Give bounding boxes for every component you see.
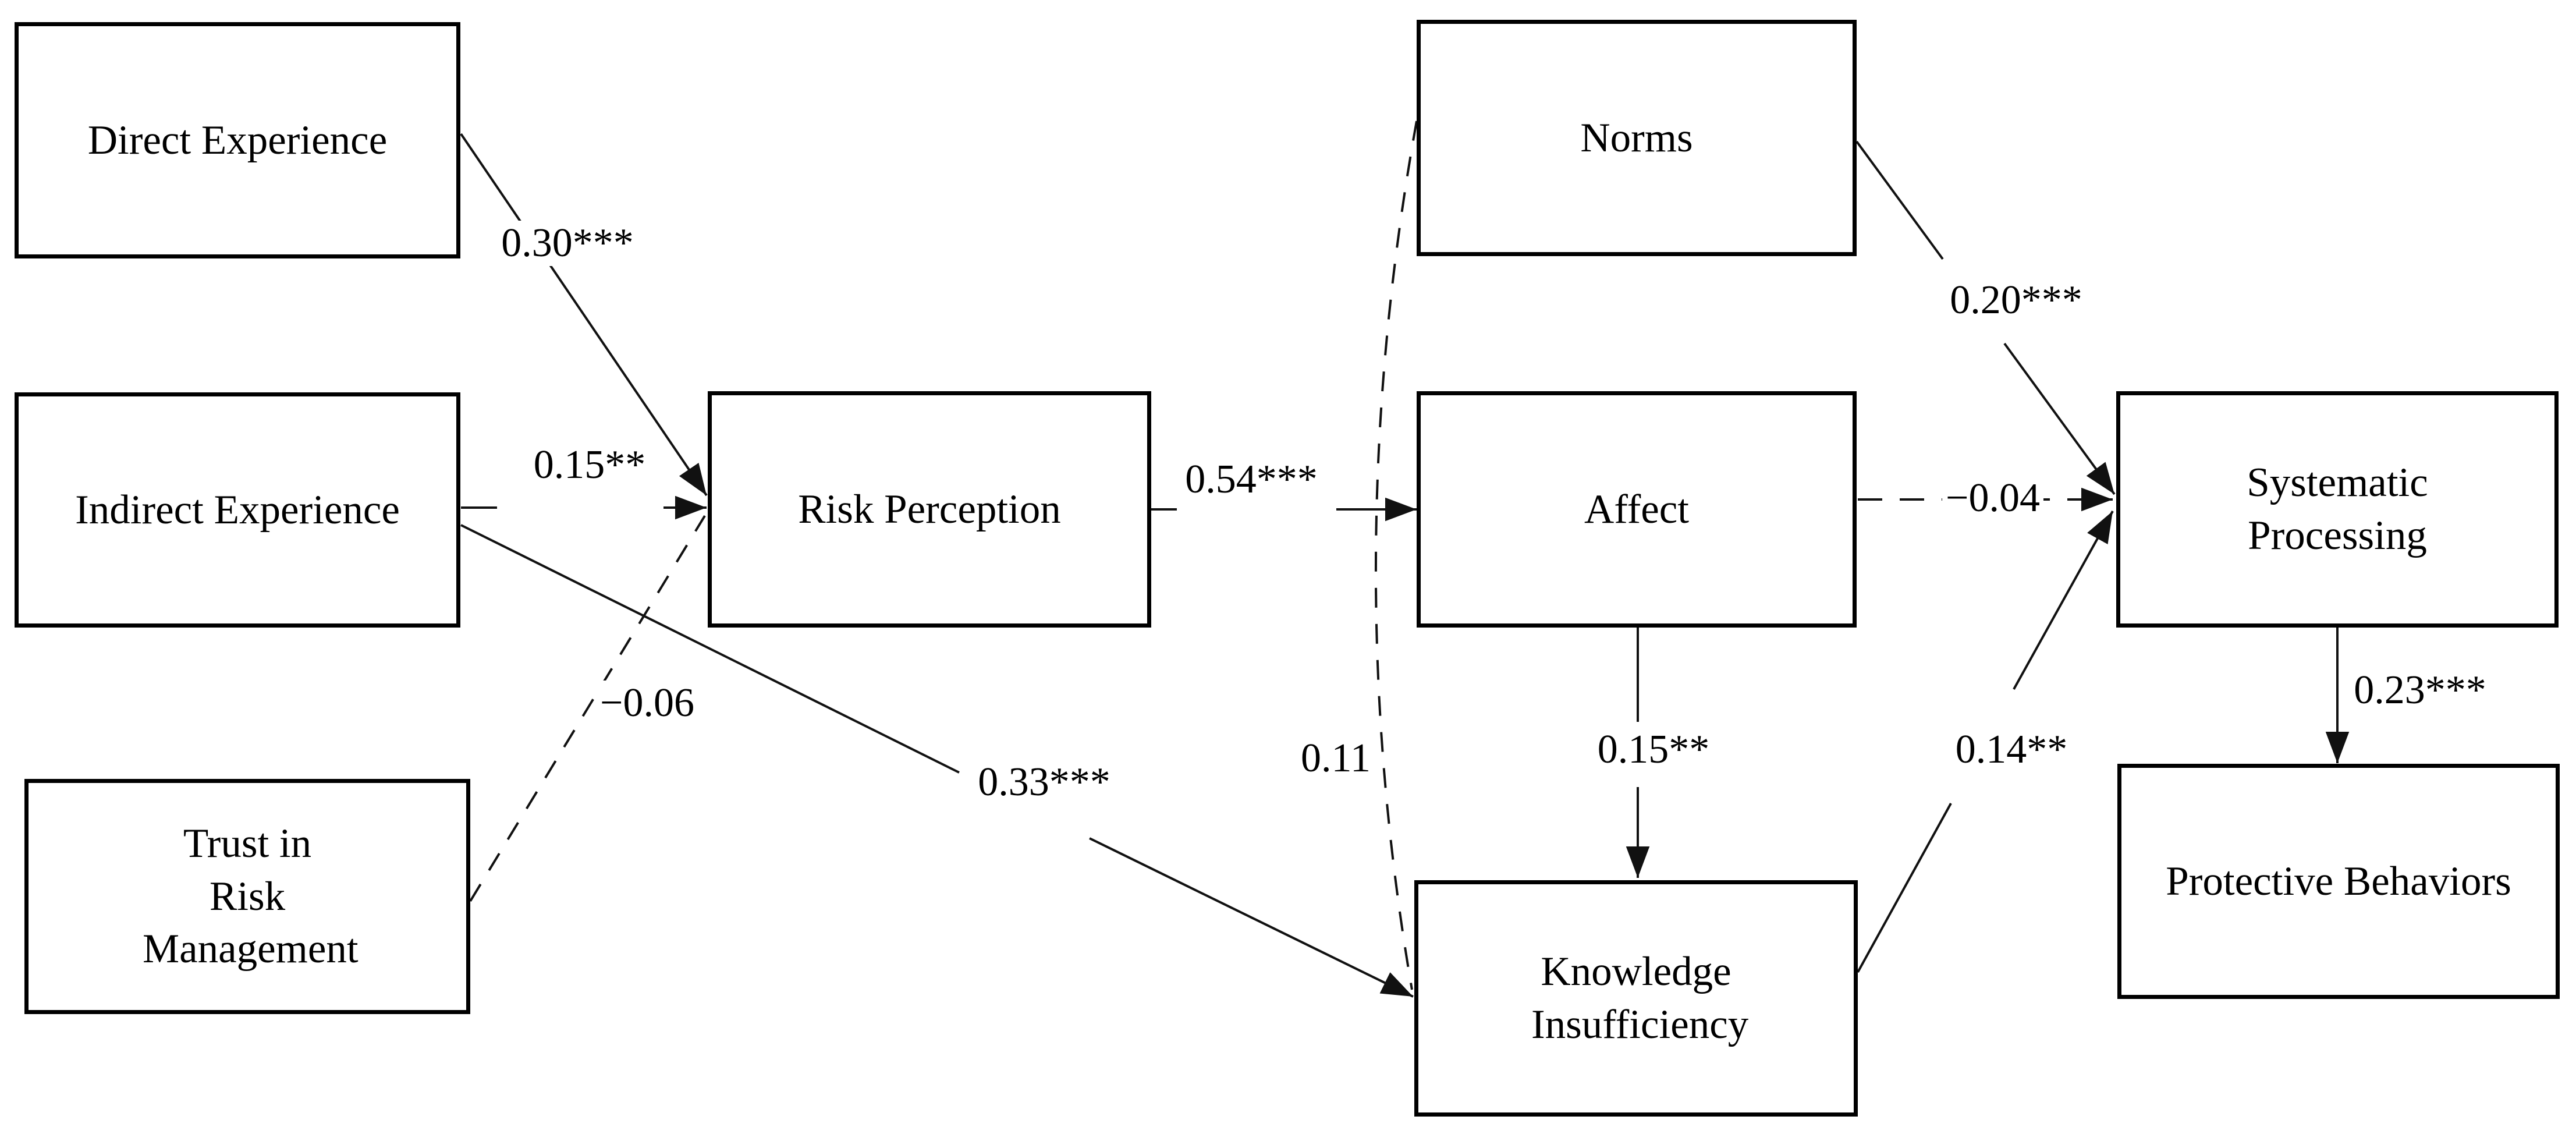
coefficient-label-indirect-experience-risk-perception: 0.15** xyxy=(530,442,650,488)
node-label: Indirect Experience xyxy=(75,487,400,533)
node-norms: Norms xyxy=(1417,20,1857,256)
node-label: Trust in Risk Management xyxy=(143,820,359,972)
node-label: Systematic Processing xyxy=(2247,460,2428,558)
node-label: Knowledge Insufficiency xyxy=(1531,949,1749,1047)
coefficient-label-risk-perception-affect: 0.54*** xyxy=(1181,457,1321,502)
edge-knowledge-insufficiency-to-systematic-processing-seg1 xyxy=(1857,803,1952,973)
edge-knowledge-insufficiency-to-systematic-processing xyxy=(2013,511,2114,690)
coefficient-label-trust-risk-perception: −0.06 xyxy=(597,681,698,726)
edge-indirect-experience-to-knowledge-insufficiency-seg1 xyxy=(460,524,960,774)
node-indirect-experience: Indirect Experience xyxy=(15,392,460,628)
node-systematic-processing: Systematic Processing xyxy=(2116,391,2559,628)
coefficient-label-affect-systematic-processing: −0.04 xyxy=(1942,476,2043,521)
node-label: Direct Experience xyxy=(87,117,388,163)
node-label: Norms xyxy=(1580,115,1693,161)
node-affect: Affect xyxy=(1417,391,1857,628)
edge-indirect-experience-to-knowledge-insufficiency xyxy=(1089,837,1414,998)
node-direct-experience: Direct Experience xyxy=(15,22,460,258)
coefficient-label-systematic-processing-protective-behaviors: 0.23*** xyxy=(2350,668,2490,713)
node-label: Affect xyxy=(1584,486,1690,532)
node-trust-in-risk-management: Trust in Risk Management xyxy=(24,779,470,1014)
node-knowledge-insufficiency: Knowledge Insufficiency xyxy=(1414,880,1858,1117)
coefficient-label-norms-knowledge-insufficiency: 0.11 xyxy=(1297,736,1374,781)
node-label: Protective Behaviors xyxy=(2166,858,2511,904)
edge-norms-to-systematic-processing-seg1 xyxy=(1855,140,1944,260)
coefficient-label-direct-experience-risk-perception: 0.30*** xyxy=(498,221,637,266)
coefficient-label-norms-systematic-processing: 0.20*** xyxy=(1946,278,2086,323)
coefficient-label-knowledge-insufficiency-systematic-processing: 0.14** xyxy=(1951,727,2071,773)
edge-norms-to-systematic-processing xyxy=(2003,342,2116,495)
edge-trust-to-risk-perception xyxy=(469,515,706,902)
edge-norms-to-knowledge-insufficiency-curve xyxy=(1374,121,1418,990)
node-risk-perception: Risk Perception xyxy=(708,391,1151,628)
node-label: Risk Perception xyxy=(798,486,1061,532)
coefficient-label-affect-knowledge-insufficiency: 0.15** xyxy=(1594,727,1713,773)
node-protective-behaviors: Protective Behaviors xyxy=(2117,764,2560,999)
edge-direct-experience-to-risk-perception xyxy=(460,133,708,497)
coefficient-label-indirect-experience-knowledge-insufficiency: 0.33*** xyxy=(974,760,1114,805)
